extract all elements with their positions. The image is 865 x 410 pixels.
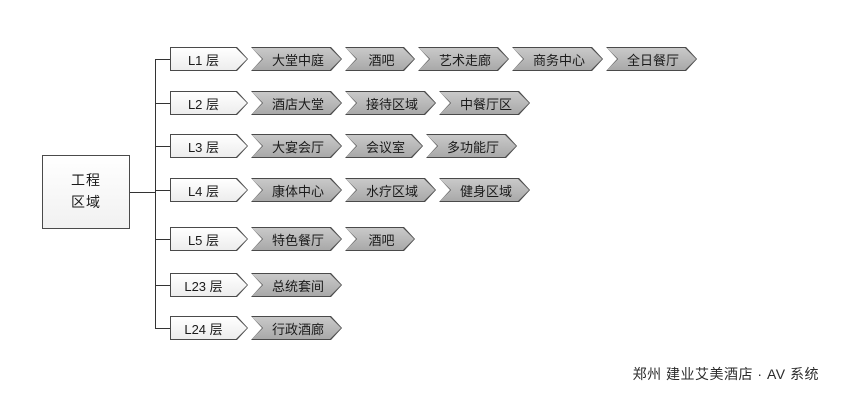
area-node: 大宴会厅 xyxy=(251,134,342,158)
area-node: 特色餐厅 xyxy=(251,227,342,251)
area-label: 水疗区域 xyxy=(366,183,419,199)
floor-label: L5 层 xyxy=(187,232,220,248)
area-label: 全日餐厅 xyxy=(627,52,680,68)
area-node: 全日餐厅 xyxy=(606,47,697,71)
area-node: 会议室 xyxy=(345,134,423,158)
connector-root-stub xyxy=(130,192,155,193)
area-label: 酒吧 xyxy=(368,232,395,248)
area-label: 商务中心 xyxy=(533,52,586,68)
connector-stub-l1 xyxy=(155,59,170,60)
floor-label: L1 层 xyxy=(187,52,220,68)
floor-label: L24 层 xyxy=(184,321,223,337)
floor-node: L3 层 xyxy=(170,134,248,158)
area-node: 康体中心 xyxy=(251,178,342,202)
area-node: 大堂中庭 xyxy=(251,47,342,71)
area-label: 艺术走廊 xyxy=(439,52,492,68)
connector-stub-l5 xyxy=(155,239,170,240)
area-label: 特色餐厅 xyxy=(272,232,325,248)
floor-row-l1: L1 层 大堂中庭 酒吧 艺术走廊 商务中心 全日餐厅 xyxy=(170,47,697,71)
floor-node: L23 层 xyxy=(170,273,248,297)
area-label: 接待区域 xyxy=(366,96,419,112)
floor-node: L1 层 xyxy=(170,47,248,71)
area-node: 接待区域 xyxy=(345,91,436,115)
floor-label: L23 层 xyxy=(184,278,223,294)
root-node-label: 工程 区域 xyxy=(71,172,101,210)
area-label: 大堂中庭 xyxy=(272,52,325,68)
connector-stub-l4 xyxy=(155,190,170,191)
area-node: 多功能厅 xyxy=(426,134,517,158)
area-node: 健身区域 xyxy=(439,178,530,202)
floor-node: L2 层 xyxy=(170,91,248,115)
floor-node: L5 层 xyxy=(170,227,248,251)
area-label: 酒店大堂 xyxy=(272,96,325,112)
connector-stub-l3 xyxy=(155,146,170,147)
area-node: 水疗区域 xyxy=(345,178,436,202)
area-label: 健身区域 xyxy=(460,183,513,199)
area-node: 酒吧 xyxy=(345,227,415,251)
area-node: 酒吧 xyxy=(345,47,415,71)
floor-label: L4 层 xyxy=(187,183,220,199)
footer-caption: 郑州 建业艾美酒店 · AV 系统 xyxy=(632,366,819,382)
floor-node: L24 层 xyxy=(170,316,248,340)
floor-label: L2 层 xyxy=(187,96,220,112)
floor-row-l3: L3 层 大宴会厅 会议室 多功能厅 xyxy=(170,134,517,158)
area-label: 酒吧 xyxy=(368,52,395,68)
area-label: 康体中心 xyxy=(272,183,325,199)
area-label: 多功能厅 xyxy=(447,139,500,155)
floor-row-l24: L24 层 行政酒廊 xyxy=(170,316,342,340)
area-label: 中餐厅区 xyxy=(460,96,513,112)
area-label: 总统套间 xyxy=(272,278,325,294)
floor-row-l23: L23 层 总统套间 xyxy=(170,273,342,297)
area-node: 酒店大堂 xyxy=(251,91,342,115)
area-node: 艺术走廊 xyxy=(418,47,509,71)
connector-stub-l24 xyxy=(155,328,170,329)
area-label: 会议室 xyxy=(366,139,406,155)
area-node: 总统套间 xyxy=(251,273,342,297)
area-label: 行政酒廊 xyxy=(272,321,325,337)
area-node: 行政酒廊 xyxy=(251,316,342,340)
area-node: 商务中心 xyxy=(512,47,603,71)
area-label: 大宴会厅 xyxy=(272,139,325,155)
floor-row-l4: L4 层 康体中心 水疗区域 健身区域 xyxy=(170,178,530,202)
area-node: 中餐厅区 xyxy=(439,91,530,115)
floor-row-l2: L2 层 酒店大堂 接待区域 中餐厅区 xyxy=(170,91,530,115)
connector-stub-l23 xyxy=(155,285,170,286)
floor-row-l5: L5 层 特色餐厅 酒吧 xyxy=(170,227,415,251)
floor-node: L4 层 xyxy=(170,178,248,202)
floor-label: L3 层 xyxy=(187,139,220,155)
connector-trunk xyxy=(155,59,156,329)
connector-stub-l2 xyxy=(155,103,170,104)
root-node-project-area: 工程 区域 xyxy=(42,155,130,229)
